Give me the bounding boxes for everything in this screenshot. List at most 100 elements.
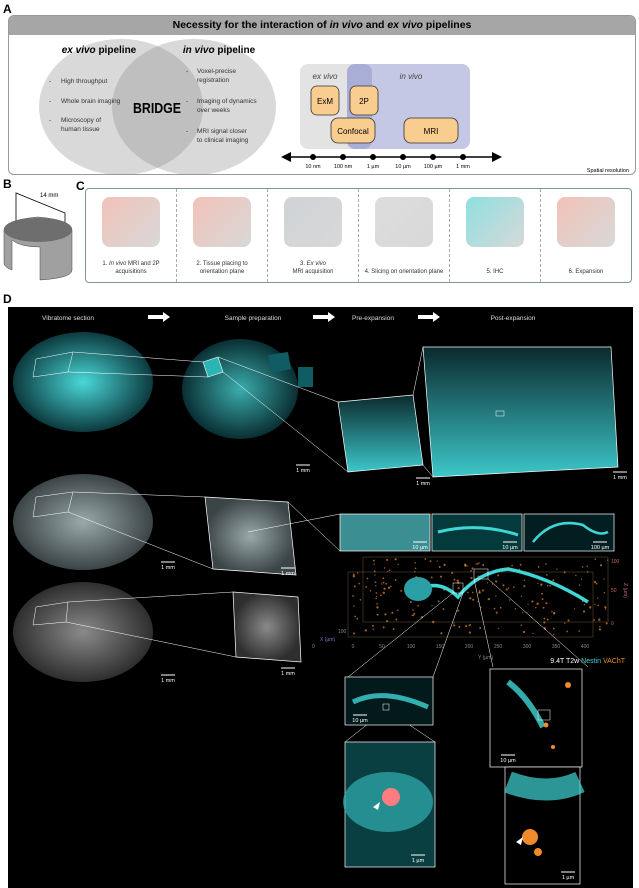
vacht-dot — [353, 605, 355, 607]
y-axis-label: Y (µm) — [478, 655, 493, 661]
vacht-dot — [604, 608, 607, 610]
vacht-dot — [375, 585, 377, 587]
vacht-dot — [507, 587, 510, 589]
vacht-dot — [373, 563, 375, 565]
vacht-dot — [464, 563, 467, 566]
sample-mri — [232, 591, 302, 663]
svg-text:registration: registration — [197, 77, 230, 84]
vacht-dot — [567, 619, 570, 622]
vacht-dot — [383, 587, 386, 590]
axis-tick — [430, 154, 436, 160]
vacht-dot — [364, 629, 367, 632]
vacht-dot — [523, 579, 526, 582]
scale-bar-label: 1 µm — [412, 858, 425, 864]
vacht-dot — [518, 568, 521, 571]
vacht-dot — [366, 577, 369, 580]
ex-vivo-title: ex vivo pipeline — [62, 45, 137, 56]
y-tick: 200 — [465, 644, 474, 650]
vacht-dot — [499, 606, 502, 609]
vacht-dot — [546, 584, 549, 587]
in-item: Voxel-precise — [197, 68, 236, 75]
svg-text:2P: 2P — [359, 97, 369, 106]
panel-label-b: B — [3, 177, 12, 191]
vacht-dot — [604, 606, 607, 609]
stage-pre-expansion: Pre-expansion — [352, 315, 394, 322]
vacht-dot — [597, 604, 600, 607]
vacht-dot — [564, 622, 566, 624]
axis-label: Spatial resolution — [587, 168, 629, 174]
vacht-dot — [541, 592, 544, 595]
vacht-dot — [598, 628, 602, 631]
vacht-dot — [467, 565, 469, 567]
vacht-dot — [352, 595, 354, 597]
vacht-dot — [476, 563, 479, 565]
vacht-dot — [381, 583, 383, 585]
vacht-dot — [382, 581, 385, 584]
brain-section-mri-overlay — [13, 474, 153, 570]
vacht-dot — [523, 585, 526, 588]
vacht-dot — [603, 592, 606, 594]
vacht-dot — [475, 563, 477, 565]
y-tick: 300 — [523, 644, 532, 650]
vacht-dot — [429, 560, 432, 563]
vacht-dot — [491, 583, 494, 585]
vacht-dot — [468, 631, 472, 634]
ex-item: Microscopy of — [61, 117, 101, 124]
vacht-dot — [369, 590, 372, 592]
axis-tick-label: 100 nm — [334, 164, 353, 170]
axis-tick-label: 1 mm — [456, 164, 470, 170]
scale-bar-label: 10 µm — [502, 545, 518, 551]
vacht-dot — [372, 624, 374, 627]
svg-text:-: - — [49, 98, 51, 105]
ex-vivo-label: ex vivo — [313, 72, 338, 81]
vacht-dot — [566, 630, 569, 633]
scale-bar-label: 100 µm — [591, 545, 610, 551]
vacht-dot — [546, 574, 548, 576]
stage-vibratome: Vibratome section — [42, 315, 94, 322]
vacht-dot — [394, 558, 397, 561]
vacht-dot — [542, 606, 545, 609]
scale-bar-label: 1 µm — [562, 875, 575, 881]
vacht-dot — [411, 614, 414, 617]
svg-text:to clinical imaging: to clinical imaging — [197, 137, 249, 144]
vacht-dot — [443, 563, 446, 566]
orientation-mold: 14 mm — [3, 192, 73, 281]
vacht-dot — [551, 610, 553, 613]
vacht-dot — [522, 630, 526, 634]
vacht-dot — [543, 621, 546, 624]
panel-label-c: C — [76, 179, 85, 193]
vacht-dot — [465, 625, 468, 628]
y-tick: 50 — [379, 644, 385, 650]
vacht-dot — [546, 618, 549, 621]
step-label: 4. Slicing on orientation plane — [364, 269, 444, 275]
vacht-dot — [436, 560, 438, 562]
vacht-dot — [578, 584, 581, 586]
vacht-dot — [593, 619, 596, 621]
vacht-dot — [413, 612, 416, 615]
vacht-dot — [580, 578, 583, 580]
panel-a-diagram: ex vivo pipeline in vivo pipeline -High … — [39, 39, 629, 174]
vacht-dot — [581, 566, 584, 568]
vacht-dot — [457, 587, 460, 590]
inset-mri-voxel — [339, 513, 431, 552]
axis-tick-label: 100 µm — [424, 164, 443, 170]
vacht-dot — [594, 558, 597, 560]
vacht-dot — [453, 622, 455, 624]
vacht-dot — [457, 581, 460, 584]
vacht-dot — [382, 591, 385, 594]
axis-tick — [400, 154, 406, 160]
vacht-dot — [478, 562, 480, 564]
brain-section-mri — [13, 582, 153, 682]
vacht-dot — [497, 627, 499, 630]
vacht-dot — [390, 585, 392, 588]
in-vivo-title: in vivo pipeline — [183, 45, 256, 56]
vacht-dot — [477, 600, 479, 603]
svg-text:-: - — [49, 78, 51, 85]
vacht-dot — [414, 562, 416, 564]
post-expansion-image — [422, 346, 619, 478]
axis-tick-label: 10 µm — [395, 164, 411, 170]
in-item: MRI signal closer — [197, 128, 248, 135]
vacht-dot — [353, 585, 356, 588]
bridge-label: BRIDGE — [133, 100, 181, 117]
